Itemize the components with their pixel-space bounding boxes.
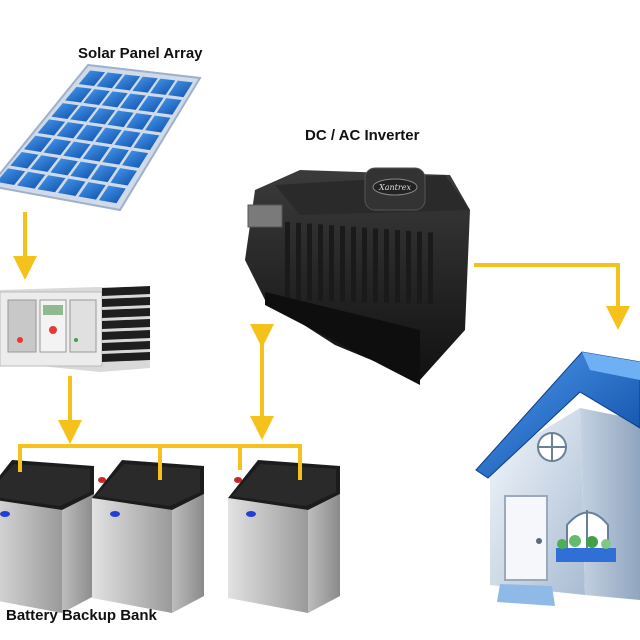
heatsink-fin [102,330,150,340]
battery-icon [0,460,94,613]
battery-icon [92,460,204,613]
solar-cell [150,78,176,95]
solar-cell [107,110,134,128]
solar-cell [114,130,141,148]
solar-cell [138,95,164,113]
heatsink-fin [102,308,150,318]
battery-bank [0,460,340,613]
battery-icon [228,460,340,613]
solar-cell [78,70,106,86]
inverter-fin [362,227,367,303]
inverter-label: DC / AC Inverter [305,127,420,144]
solar-cell [37,119,66,136]
solar-cell [63,141,91,159]
solar-cell [56,122,84,139]
inverter-to-house-wire [474,263,630,330]
solar-cell [101,91,128,108]
solar-cell [145,115,171,133]
inverter-brand: Xantrex [378,183,411,192]
solar-cell [17,171,46,189]
heatsink-fin [102,341,150,351]
wiring [13,212,630,480]
house-icon [475,351,640,606]
inverter-fin [318,224,323,301]
solar-cell [70,105,97,122]
solar-cell [58,178,86,196]
solar-cell [168,80,193,98]
solar-cell [76,124,103,142]
inverter-fin [395,230,400,303]
solar-cell [37,175,66,193]
solar-cell [132,76,158,93]
solar-cell [95,127,122,145]
heatsink-fin [102,319,150,329]
solar-cell [120,93,146,110]
solar-cell [0,168,26,186]
charge-controller-icon [0,286,150,372]
solar-cell [50,158,78,176]
solar-cell [70,161,98,179]
inverter-fin [406,230,411,304]
solar-cell [10,152,39,169]
inverter-fin [340,226,345,302]
solar-cell [156,98,182,115]
inverter-fin [428,232,433,304]
inverter-fin [384,229,389,303]
inverter-fin [285,222,290,300]
solar-cell [65,86,92,103]
inverter-icon: Xantrex [245,167,470,385]
inverter-fin [329,225,334,302]
solar-cell [43,138,72,156]
heatsink-fin [102,352,150,362]
inverter-fin [296,222,301,301]
solar-cell [96,72,123,89]
solar-cell [23,135,52,153]
solar-panel-icon [0,63,202,212]
solar-cell [110,168,137,186]
solar-cell [30,155,59,172]
solar-cell [88,108,116,125]
heatsink-fin [102,286,150,296]
solar-cell [126,113,153,130]
inverter-fin [417,231,422,304]
inverter-fin [373,228,378,303]
battery-bank-label: Battery Backup Bank [6,607,157,624]
solar-cell [114,74,141,91]
inverter-fin [307,223,312,301]
solar-cell [78,182,106,200]
solar-panel-label: Solar Panel Array [78,45,203,62]
solar-cell [90,164,118,183]
solar-cell [102,147,129,165]
heatsink-fin [102,297,150,307]
solar-cell [98,185,126,204]
solar-cell [82,144,110,162]
solar-cell [83,89,110,105]
inverter-fin [351,226,356,302]
solar-cell [51,103,79,119]
solar-cell [133,133,160,151]
solar-cell [122,150,149,168]
